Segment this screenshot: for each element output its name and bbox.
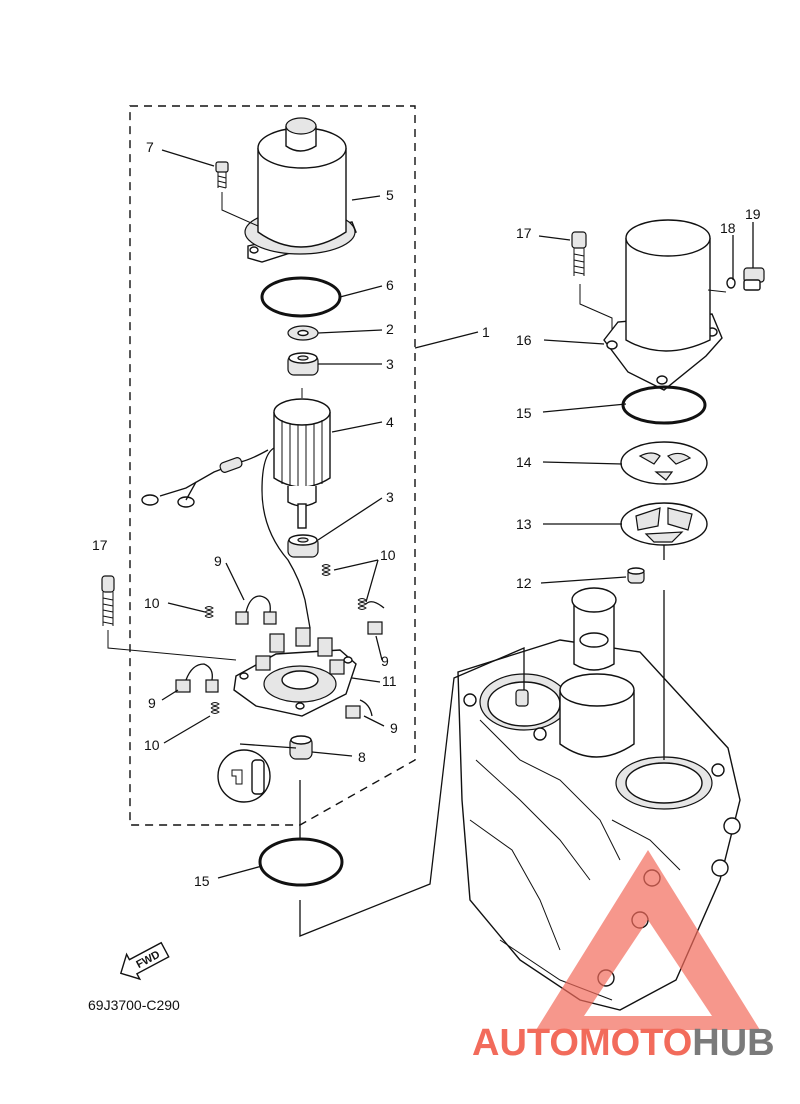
watermark-triangle	[536, 850, 760, 1030]
part-11-brush-holder	[233, 627, 357, 717]
callout-4: 4	[386, 414, 394, 430]
part-16-motor-assembly	[603, 219, 727, 391]
part-10-springs	[204, 564, 367, 714]
watermark-logo	[536, 850, 760, 1030]
part-12-valve	[627, 567, 645, 584]
detail-circle	[217, 749, 271, 803]
fwd-arrow: FWD	[119, 941, 170, 981]
callout-9-d: 9	[390, 720, 398, 736]
assembly-boundary	[129, 105, 416, 826]
watermark-text-part1: AUTOMOTO	[472, 1022, 692, 1064]
part-13-filter	[620, 502, 708, 546]
callout-3-lower: 3	[386, 489, 394, 505]
part-15-o-ring-upper	[621, 385, 707, 425]
callout-labels: 1 2 3 3 4 5 6 7 8 9 9 9 9 10 10 10 11 12…	[92, 139, 761, 889]
callout-9-c: 9	[148, 695, 156, 711]
watermark-text-part2: HUB	[692, 1022, 774, 1064]
wire-lead	[141, 447, 311, 629]
callout-10-a: 10	[380, 547, 396, 563]
callout-18: 18	[720, 220, 736, 236]
callout-1: 1	[482, 324, 490, 340]
watermark-text: AUTOMOTOHUB	[472, 1022, 775, 1064]
callout-7: 7	[146, 139, 154, 155]
part-6-o-ring	[260, 276, 342, 318]
part-19-plug	[743, 267, 765, 291]
callout-8: 8	[358, 749, 366, 765]
part-4-armature	[273, 388, 331, 529]
part-9-brushes	[175, 595, 385, 719]
callout-3-top: 3	[386, 356, 394, 372]
callout-9-a: 9	[214, 553, 222, 569]
callout-15-upper: 15	[516, 405, 532, 421]
part-3-bearing-top	[287, 352, 319, 376]
callout-12: 12	[516, 575, 532, 591]
part-17-screw-right	[571, 231, 613, 330]
part-17-screw-left	[101, 575, 237, 661]
part-15-o-ring-lower	[258, 837, 344, 887]
part-2-washer	[287, 325, 319, 341]
part-8-bearing	[289, 735, 313, 760]
part-7-screw	[215, 161, 259, 227]
callout-13: 13	[516, 516, 532, 532]
part-3-bearing-lower	[287, 534, 319, 558]
callout-17-right: 17	[516, 225, 532, 241]
callout-14: 14	[516, 454, 532, 470]
callout-16: 16	[516, 332, 532, 348]
leader-lines	[161, 149, 754, 937]
callout-10-b: 10	[144, 595, 160, 611]
part-18-washer	[726, 277, 736, 289]
callout-2: 2	[386, 321, 394, 337]
callout-11: 11	[382, 673, 397, 689]
diagram-code: 69J3700-C290	[88, 997, 180, 1013]
part-14-plate	[620, 441, 708, 485]
callout-15-lower: 15	[194, 873, 210, 889]
callout-5: 5	[386, 187, 394, 203]
callout-9-b: 9	[381, 653, 389, 669]
callout-19: 19	[745, 206, 761, 222]
callout-17-left: 17	[92, 537, 108, 553]
callout-6: 6	[386, 277, 394, 293]
callout-10-c: 10	[144, 737, 160, 753]
part-5-motor-yoke	[244, 117, 357, 263]
